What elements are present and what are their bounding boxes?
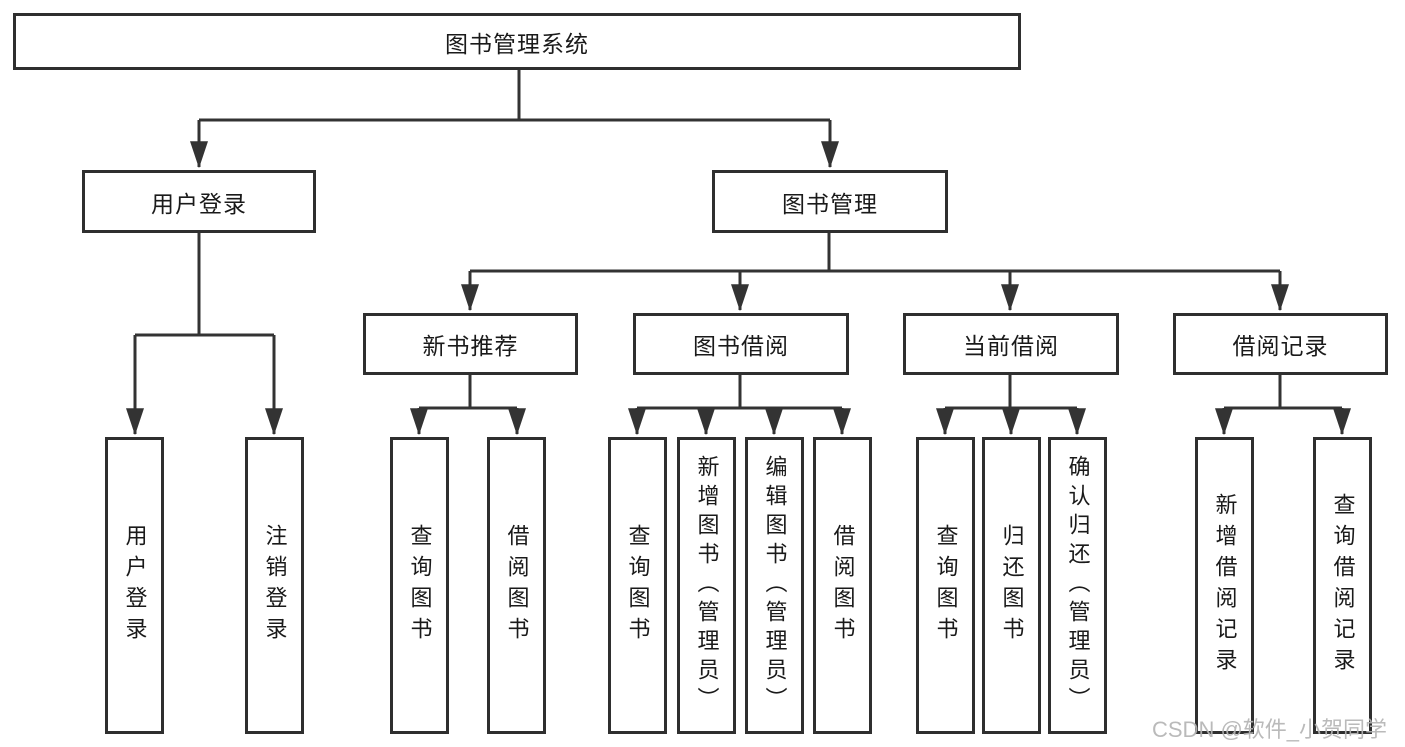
node-root-library-management-system: 图书管理系统 xyxy=(13,13,1021,70)
node-book-borrowing-label: 图书借阅 xyxy=(693,333,789,359)
leaf-current-confirm-return-admin: 确认归还（管理员） xyxy=(1048,437,1107,734)
leaf-current-query-book: 查询图书 xyxy=(916,437,975,734)
leaf-borrow-edit-book-admin: 编辑图书（管理员） xyxy=(745,437,804,734)
node-borrowing-records-label: 借阅记录 xyxy=(1232,333,1329,359)
node-new-book-recommendation: 新书推荐 xyxy=(363,313,578,375)
node-user-login-branch: 用户登录 xyxy=(82,170,316,233)
node-current-borrowing-label: 当前借阅 xyxy=(963,333,1059,359)
leaf-current-return-book-label: 归还图书 xyxy=(999,523,1025,648)
leaf-record-query: 查询借阅记录 xyxy=(1313,437,1372,734)
leaf-current-query-book-label: 查询图书 xyxy=(933,523,959,648)
leaf-rec-query-book-label: 查询图书 xyxy=(407,523,433,648)
leaf-borrow-edit-book-admin-label: 编辑图书（管理员） xyxy=(762,455,788,716)
leaf-borrow-query-book: 查询图书 xyxy=(608,437,667,734)
leaf-logout-label: 注销登录 xyxy=(262,523,288,648)
leaf-current-confirm-return-admin-label: 确认归还（管理员） xyxy=(1065,455,1091,716)
leaf-record-query-label: 查询借阅记录 xyxy=(1330,492,1356,679)
leaf-borrow-query-book-label: 查询图书 xyxy=(625,523,651,648)
node-current-borrowing: 当前借阅 xyxy=(903,313,1119,375)
node-root-label: 图书管理系统 xyxy=(445,30,589,57)
leaf-rec-borrow-book-label: 借阅图书 xyxy=(504,523,530,648)
leaf-borrow-borrow-book: 借阅图书 xyxy=(813,437,872,734)
leaf-current-return-book: 归还图书 xyxy=(982,437,1041,734)
leaf-record-add-label: 新增借阅记录 xyxy=(1212,492,1238,679)
node-book-management-branch: 图书管理 xyxy=(712,170,948,233)
leaf-borrow-borrow-book-label: 借阅图书 xyxy=(830,523,856,648)
leaf-user-login-label: 用户登录 xyxy=(122,523,148,648)
node-new-book-recommendation-label: 新书推荐 xyxy=(422,333,519,359)
leaf-rec-query-book: 查询图书 xyxy=(390,437,449,734)
leaf-rec-borrow-book: 借阅图书 xyxy=(487,437,546,734)
node-book-management-branch-label: 图书管理 xyxy=(782,190,878,217)
node-user-login-branch-label: 用户登录 xyxy=(151,190,247,217)
leaf-borrow-add-book-admin: 新增图书（管理员） xyxy=(677,437,736,734)
leaf-borrow-add-book-admin-label: 新增图书（管理员） xyxy=(694,455,720,716)
node-borrowing-records: 借阅记录 xyxy=(1173,313,1388,375)
leaf-user-login: 用户登录 xyxy=(105,437,164,734)
csdn-watermark: CSDN @软件_小贺同学 xyxy=(1152,717,1388,742)
leaf-record-add: 新增借阅记录 xyxy=(1195,437,1254,734)
node-book-borrowing: 图书借阅 xyxy=(633,313,849,375)
leaf-logout: 注销登录 xyxy=(245,437,304,734)
